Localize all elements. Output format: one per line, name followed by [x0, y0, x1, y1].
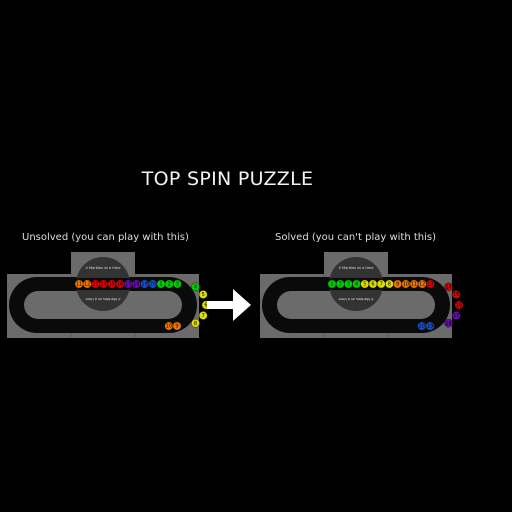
ball-4[interactable]: 4: [191, 282, 200, 292]
ball-number: 5: [363, 282, 366, 288]
ball-number: 7: [202, 313, 205, 319]
ball-2: 2: [335, 279, 345, 289]
ball-12[interactable]: 12: [82, 279, 92, 289]
ball-16[interactable]: 16: [115, 279, 125, 289]
turntable-bottom-text: 4 Marbles at a time: [85, 297, 121, 301]
ball-number: 16: [117, 282, 123, 288]
ball-7[interactable]: 7: [198, 311, 208, 320]
turntable-bottom-text: 4 Marbles at a time: [338, 297, 374, 301]
ball-number: 7: [380, 282, 383, 288]
ball-number: 11: [76, 282, 82, 288]
ball-14[interactable]: 14: [99, 279, 108, 289]
ball-number: 2: [168, 282, 171, 288]
ball-17: 17: [451, 311, 461, 320]
ball-number: 18: [133, 282, 139, 288]
ball-1[interactable]: 1: [156, 279, 166, 289]
ball-number: 20: [150, 282, 156, 288]
ball-13[interactable]: 13: [91, 279, 100, 289]
turntable-top-text: 4 Marbles at a time: [339, 266, 375, 270]
ball-20[interactable]: 20: [148, 279, 158, 289]
ball-number: 5: [202, 292, 205, 298]
ball-number: 12: [84, 282, 90, 288]
ball-13: 13: [426, 279, 435, 289]
ball-number: 19: [141, 282, 147, 288]
ball-number: 1: [159, 282, 162, 288]
ball-11[interactable]: 11: [74, 279, 84, 289]
ball-11: 11: [409, 279, 419, 289]
ball-number: 8: [194, 321, 197, 327]
ball-2[interactable]: 2: [164, 279, 174, 289]
ball-number: 1: [330, 282, 333, 288]
ball-number: 15: [109, 282, 115, 288]
ball-number: 9: [175, 324, 178, 330]
turntable-top-text: 4 Marbles at a time: [86, 266, 122, 270]
ball-number: 17: [125, 282, 131, 288]
ball-19: 19: [425, 321, 435, 331]
ball-6: 6: [368, 279, 378, 289]
ball-number: 19: [427, 324, 433, 330]
ball-number: 12: [419, 282, 425, 288]
ball-number: 14: [100, 282, 106, 288]
ball-number: 20: [419, 324, 425, 330]
page-title: TOP SPIN PUZZLE: [141, 168, 314, 190]
ball-1: 1: [327, 279, 337, 289]
ball-number: 8: [388, 282, 391, 288]
ball-number: 17: [453, 313, 459, 319]
ball-17[interactable]: 17: [123, 279, 133, 289]
ball-number: 13: [427, 282, 433, 288]
ball-5: 5: [360, 279, 370, 289]
unsolved-caption: Unsolved (you can play with this): [22, 232, 189, 243]
ball-15: 15: [451, 290, 461, 299]
ball-number: 13: [92, 282, 98, 288]
ball-number: 16: [456, 303, 462, 309]
ball-number: 9: [396, 282, 399, 288]
ball-14: 14: [444, 282, 453, 292]
ball-4: 4: [352, 279, 361, 289]
ball-15[interactable]: 15: [107, 279, 117, 289]
ball-7: 7: [376, 279, 386, 289]
ball-number: 3: [176, 282, 179, 288]
ball-20: 20: [417, 321, 427, 331]
ball-number: 6: [204, 303, 207, 309]
ball-16: 16: [454, 300, 464, 310]
ball-12: 12: [417, 279, 427, 289]
ball-9: 9: [393, 279, 402, 289]
ball-number: 18: [445, 321, 451, 327]
ball-18[interactable]: 18: [132, 279, 141, 289]
ball-8[interactable]: 8: [191, 318, 200, 328]
ball-number: 2: [339, 282, 342, 288]
ball-number: 11: [411, 282, 417, 288]
solved-caption: Solved (you can't play with this): [275, 232, 437, 243]
ball-10[interactable]: 10: [164, 321, 174, 331]
ball-18: 18: [444, 318, 453, 328]
right-arrow-icon: [207, 289, 251, 321]
ball-number: 10: [166, 324, 172, 330]
ball-number: 4: [194, 285, 197, 291]
ball-3[interactable]: 3: [173, 279, 182, 289]
ball-number: 4: [355, 282, 358, 288]
ball-number: 14: [445, 285, 451, 291]
ball-number: 6: [371, 282, 374, 288]
ball-number: 3: [347, 282, 350, 288]
ball-5[interactable]: 5: [198, 290, 208, 299]
ball-3: 3: [344, 279, 353, 289]
ball-19[interactable]: 19: [140, 279, 149, 289]
ball-9[interactable]: 9: [172, 321, 182, 331]
ball-number: 15: [453, 292, 459, 298]
ball-number: 10: [403, 282, 409, 288]
ball-8: 8: [385, 279, 394, 289]
ball-10: 10: [401, 279, 411, 289]
